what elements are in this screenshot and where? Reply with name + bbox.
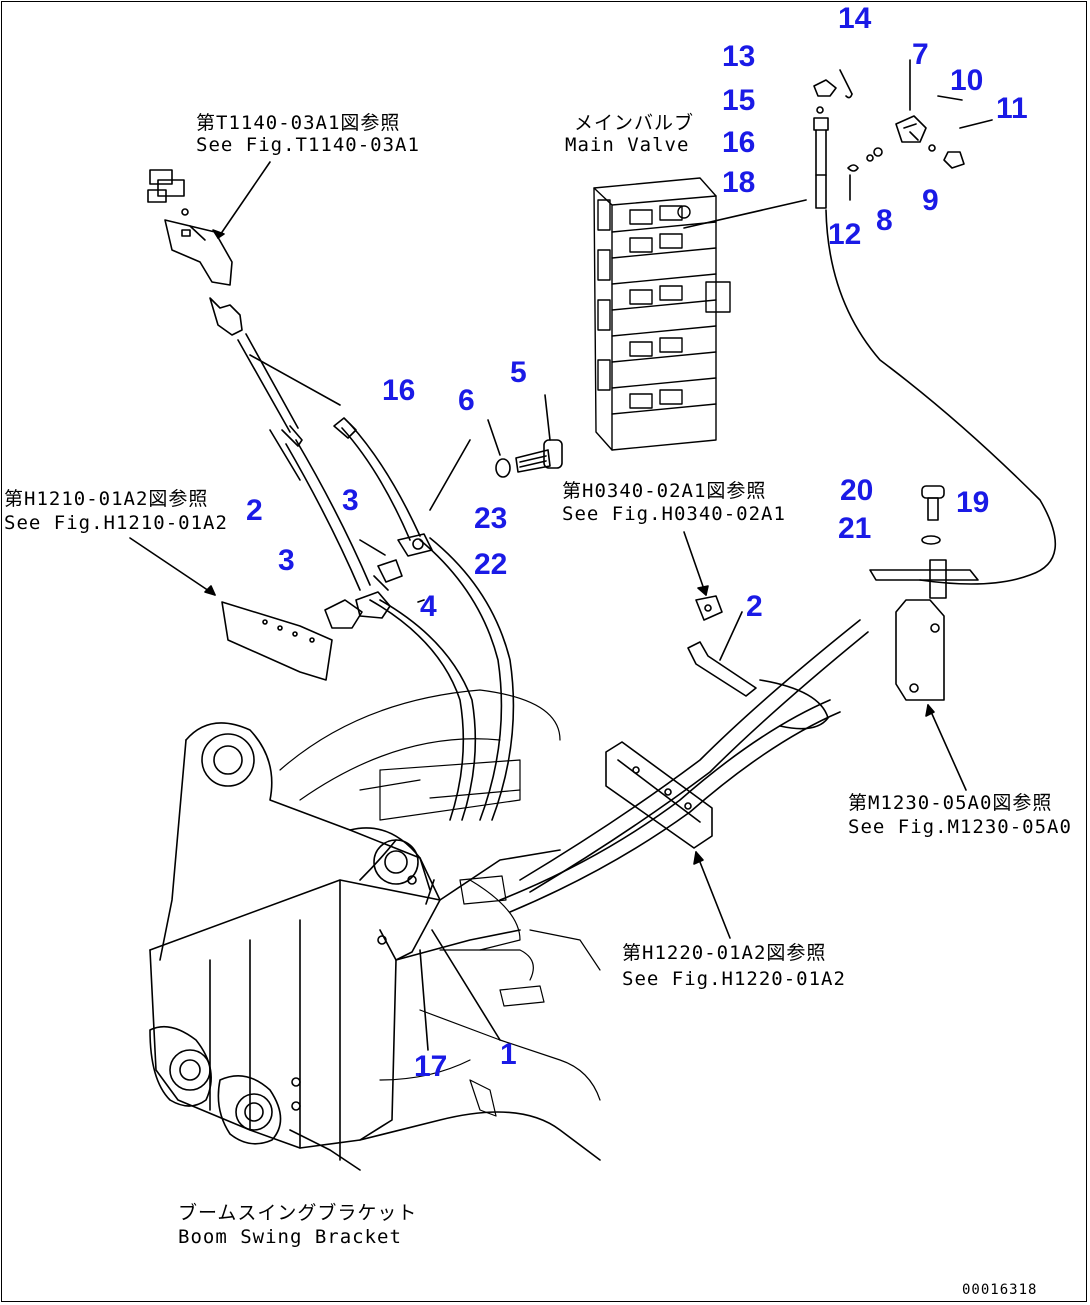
ref-h0340-en: See Fig.H0340-02A1 (562, 503, 786, 525)
clamp-h0340 (687, 595, 757, 697)
part-number-19: 19 (956, 486, 990, 519)
part-number-23: 23 (474, 502, 508, 535)
ref-h1220-en: See Fig.H1220-01A2 (622, 968, 846, 990)
ref-h1220-jp: 第H1220-01A2図参照 (622, 942, 827, 964)
part-number-2-left: 2 (246, 494, 263, 527)
bracket-19 (869, 485, 979, 701)
boom-swing-bracket-jp: ブームスイングブラケット (178, 1202, 418, 1224)
ref-t1140-en: See Fig.T1140-03A1 (196, 134, 420, 156)
part-number-3-lower: 3 (278, 544, 295, 577)
boom-swing-bracket-en: Boom Swing Bracket (178, 1226, 402, 1248)
hose-16 (249, 354, 421, 541)
part-number-15: 15 (722, 84, 756, 117)
part-number-17: 17 (414, 1050, 448, 1083)
part-number-1: 1 (500, 1038, 517, 1071)
part-number-7: 7 (912, 38, 929, 71)
part-number-10: 10 (950, 64, 984, 97)
main-valve-en: Main Valve (565, 134, 690, 156)
part-number-13: 13 (722, 40, 756, 73)
part-number-12: 12 (828, 218, 862, 251)
part-number-9: 9 (922, 184, 939, 217)
leader-main-valve (683, 199, 807, 229)
ref-t1140-jp: 第T1140-03A1図参照 (196, 112, 401, 134)
boom-swing-bracket (149, 722, 601, 1171)
leader-ref-h1220 (695, 851, 731, 939)
part-number-4: 4 (420, 590, 437, 623)
part-number-14: 14 (838, 2, 872, 35)
leader-ref-t1140 (217, 161, 271, 239)
ref-h1210-en: See Fig.H1210-01A2 (4, 512, 228, 534)
main-valve-stack (593, 177, 731, 451)
part-number-16-mid: 16 (382, 374, 416, 407)
upper-right-fittings (813, 69, 965, 209)
part-number-3-upper: 3 (342, 484, 359, 517)
upper-structure (279, 689, 601, 1117)
washer-6 (495, 458, 511, 478)
ref-m1230-jp: 第M1230-05A0図参照 (848, 792, 1053, 814)
ref-h1210-jp: 第H1210-01A2図参照 (4, 488, 209, 510)
hose-2 (237, 333, 299, 433)
ref-h0340-jp: 第H0340-02A1図参照 (562, 480, 767, 502)
part-number-21: 21 (838, 512, 872, 545)
part-number-8: 8 (876, 204, 893, 237)
plate-h1210 (221, 601, 333, 681)
ref-m1230-en: See Fig.M1230-05A0 (848, 816, 1072, 838)
drawing-code: 00016318 (962, 1282, 1038, 1298)
part-number-11: 11 (996, 92, 1028, 125)
part-number-20: 20 (840, 474, 874, 507)
leader-ref-h1210 (129, 537, 216, 596)
leader-ref-h0340 (683, 531, 707, 596)
part-number-5: 5 (510, 356, 527, 389)
upper-fitting-assembly (147, 169, 243, 336)
part-number-6: 6 (458, 384, 475, 417)
part-number-18: 18 (722, 166, 756, 199)
leader-ref-m1230 (927, 704, 967, 791)
part-number-2-right: 2 (746, 590, 763, 623)
clamp-group (324, 533, 433, 629)
plate-h1220 (605, 741, 713, 849)
part-number-16-top: 16 (722, 126, 756, 159)
part-number-22: 22 (474, 548, 508, 581)
bolt-5 (515, 439, 563, 473)
main-valve-jp: メインバルブ (574, 112, 695, 134)
